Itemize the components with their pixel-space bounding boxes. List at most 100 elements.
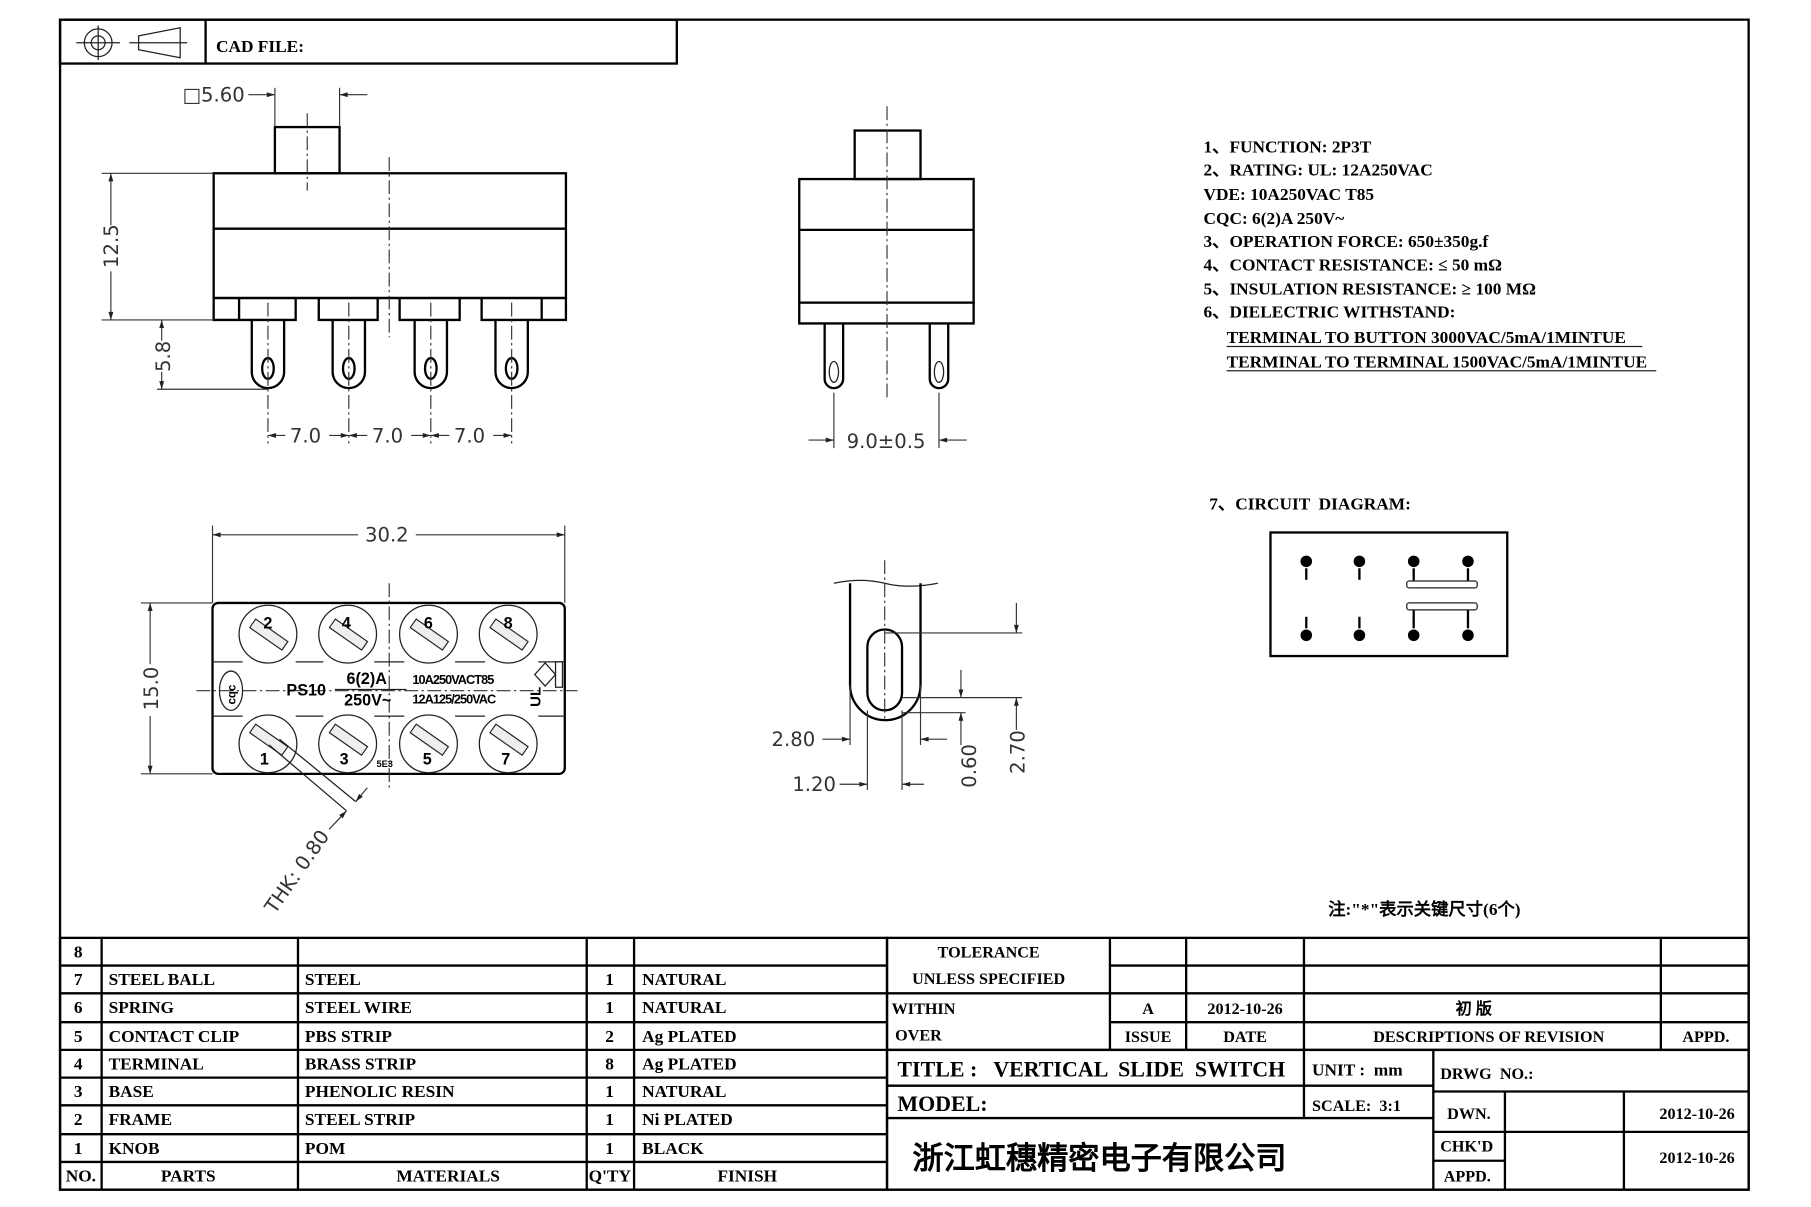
bom-no: 1 (74, 1139, 83, 1158)
drawn-date: 2012-10-26 (1659, 1106, 1734, 1123)
bom-row: 8 (74, 942, 83, 961)
bom-qty: 1 (605, 970, 614, 989)
contact-bar-upper (1406, 580, 1478, 589)
issue-header: ISSUE (1125, 1029, 1172, 1046)
dim-slot-width: 1.20 (792, 773, 836, 796)
spec-insulation-resistance: 5、INSULATION RESISTANCE: ≥ 100 MΩ (1203, 280, 1536, 299)
bom-header-materials: MATERIALS (396, 1167, 500, 1186)
bom-material: POM (305, 1139, 345, 1158)
bill-of-materials: 8 7 STEEL BALL STEEL 1 NATURAL 6 SPRING … (58, 936, 889, 1191)
unit-label: UNIT : mm (1312, 1060, 1403, 1079)
bom-material: STEEL (305, 970, 361, 989)
drawing-title: TITLE : VERTICAL SLIDE SWITCH (897, 1056, 1285, 1081)
dim-slot-offset: 0.60 (958, 744, 981, 788)
rating-marking-top: 6(2)A (346, 670, 387, 688)
bom-material: PHENOLIC RESIN (305, 1082, 455, 1101)
bom-part: KNOB (109, 1139, 160, 1158)
rating-marking-bottom: 250V~ (344, 692, 391, 710)
bom-no: 6 (74, 998, 83, 1017)
ul-rating-marking: 12A125/250VAC (412, 692, 496, 706)
bom-qty: 1 (605, 1082, 614, 1101)
dim-slot-length: 2.70 (1006, 730, 1029, 774)
contact-bar-lower (1406, 602, 1478, 611)
cad-file-label: CAD FILE: (216, 37, 304, 56)
circuit-diagram: 7、CIRCUIT DIAGRAM: (1209, 494, 1509, 658)
dim-knob-square: □5.60 (182, 84, 244, 107)
terminal-number-4: 4 (342, 614, 351, 632)
model-marking: PS10 (286, 681, 326, 699)
first-angle-projection-icon (76, 25, 188, 61)
bom-finish: Ag PLATED (642, 1055, 736, 1074)
spec-rating-cqc: CQC: 6(2)A 250V~ (1203, 209, 1344, 228)
bom-header-parts: PARTS (161, 1167, 216, 1186)
dim-pitch-2: 7.0 (372, 424, 403, 447)
bom-part: FRAME (109, 1110, 172, 1129)
bom-finish: Ag PLATED (642, 1027, 736, 1046)
bom-no: 4 (74, 1055, 83, 1074)
dim-pitch-1: 7.0 (290, 424, 321, 447)
spec-rating-vde: VDE: 10A250VAC T85 (1203, 185, 1374, 204)
drawn-label: DWN. (1447, 1106, 1491, 1123)
bom-no: 8 (74, 942, 83, 961)
checked-date: 2012-10-26 (1659, 1150, 1734, 1167)
terminal-number-3: 3 (340, 751, 349, 769)
specifications: 1、FUNCTION: 2P3T 2、RATING: UL: 12A250VAC… (1203, 137, 1657, 372)
bom-part: BASE (109, 1082, 154, 1101)
ul-mark-icon: UL (528, 687, 545, 707)
bom-part: TERMINAL (109, 1055, 204, 1074)
spec-dielectric-withstand: 6、DIELECTRIC WITHSTAND: (1203, 303, 1455, 322)
terminal-detail-view: 2.80 1.20 0.60 2.70 (772, 560, 1029, 796)
bom-row: 6 SPRING STEEL WIRE 1 NATURAL (74, 998, 727, 1017)
bom-finish: Ni PLATED (642, 1110, 733, 1129)
bom-material: BRASS STRIP (305, 1055, 417, 1074)
dim-body-height: 12.5 (100, 224, 123, 268)
cad-file-header: CAD FILE: (58, 18, 678, 65)
bom-no: 7 (74, 970, 83, 989)
checked-label: CHK'D (1440, 1139, 1493, 1156)
dim-pitch-3: 7.0 (454, 424, 485, 447)
bom-row: 1 KNOB POM 1 BLACK (74, 1139, 704, 1158)
model-label: MODEL: (897, 1091, 987, 1116)
bom-qty: 1 (605, 1110, 614, 1129)
company-name: 浙江虹穗精密电子有限公司 (912, 1141, 1286, 1176)
key-dimension-note: 注:"*"表示关键尺寸(6个) (1328, 899, 1520, 919)
dim-pin-width: 2.80 (772, 728, 816, 751)
within-label: WITHIN (892, 1001, 956, 1018)
spec-terminal-to-button: TERMINAL TO BUTTON 3000VAC/5mA/1MINTUE (1227, 328, 1626, 347)
revision-description: 初 版 (1456, 999, 1493, 1018)
dim-width: 15.0 (140, 667, 163, 711)
bom-finish: BLACK (642, 1139, 704, 1158)
bom-row: 5 CONTACT CLIP PBS STRIP 2 Ag PLATED (74, 1027, 737, 1046)
vde-mark-icon (533, 661, 564, 688)
spec-rating-ul: 2、RATING: UL: 12A250VAC (1203, 161, 1432, 180)
terminal-number-8: 8 (504, 614, 513, 632)
front-view: □5.60 12.5 5.8 7.0 7.0 7.0 (100, 84, 568, 447)
bom-header-finish: FINISH (717, 1167, 777, 1186)
bom-qty: 2 (605, 1027, 614, 1046)
bom-part: STEEL BALL (109, 970, 215, 989)
bom-part: CONTACT CLIP (109, 1027, 240, 1046)
bom-no: 3 (74, 1082, 83, 1101)
unless-specified-label: UNLESS SPECIFIED (912, 971, 1065, 988)
bom-finish: NATURAL (642, 1082, 726, 1101)
bom-row: 3 BASE PHENOLIC RESIN 1 NATURAL (74, 1082, 727, 1101)
bom-header-row: NO. PARTS MATERIALS Q'TY FINISH (66, 1167, 778, 1186)
spec-operation-force: 3、OPERATION FORCE: 650±350g.f (1203, 232, 1488, 251)
description-header: DESCRIPTIONS OF REVISION (1373, 1029, 1604, 1046)
bom-material: PBS STRIP (305, 1027, 392, 1046)
bom-finish: NATURAL (642, 998, 726, 1017)
bom-row: 4 TERMINAL BRASS STRIP 8 Ag PLATED (74, 1055, 737, 1074)
bom-no: 2 (74, 1110, 83, 1129)
bom-material: STEEL WIRE (305, 998, 412, 1017)
bom-qty: 1 (605, 998, 614, 1017)
bom-row: 2 FRAME STEEL STRIP 1 Ni PLATED (74, 1110, 733, 1129)
spec-terminal-to-terminal: TERMINAL TO TERMINAL 1500VAC/5mA/1MINTUE (1227, 352, 1648, 371)
revision-issue: A (1142, 1001, 1154, 1018)
revision-date: 2012-10-26 (1207, 1001, 1282, 1018)
terminal-number-6: 6 (424, 614, 433, 632)
approved-label: APPD. (1444, 1169, 1491, 1186)
dim-length: 30.2 (365, 524, 409, 547)
over-label: OVER (895, 1028, 942, 1045)
vde-rating-marking: 10A250VACT85 (412, 673, 494, 687)
